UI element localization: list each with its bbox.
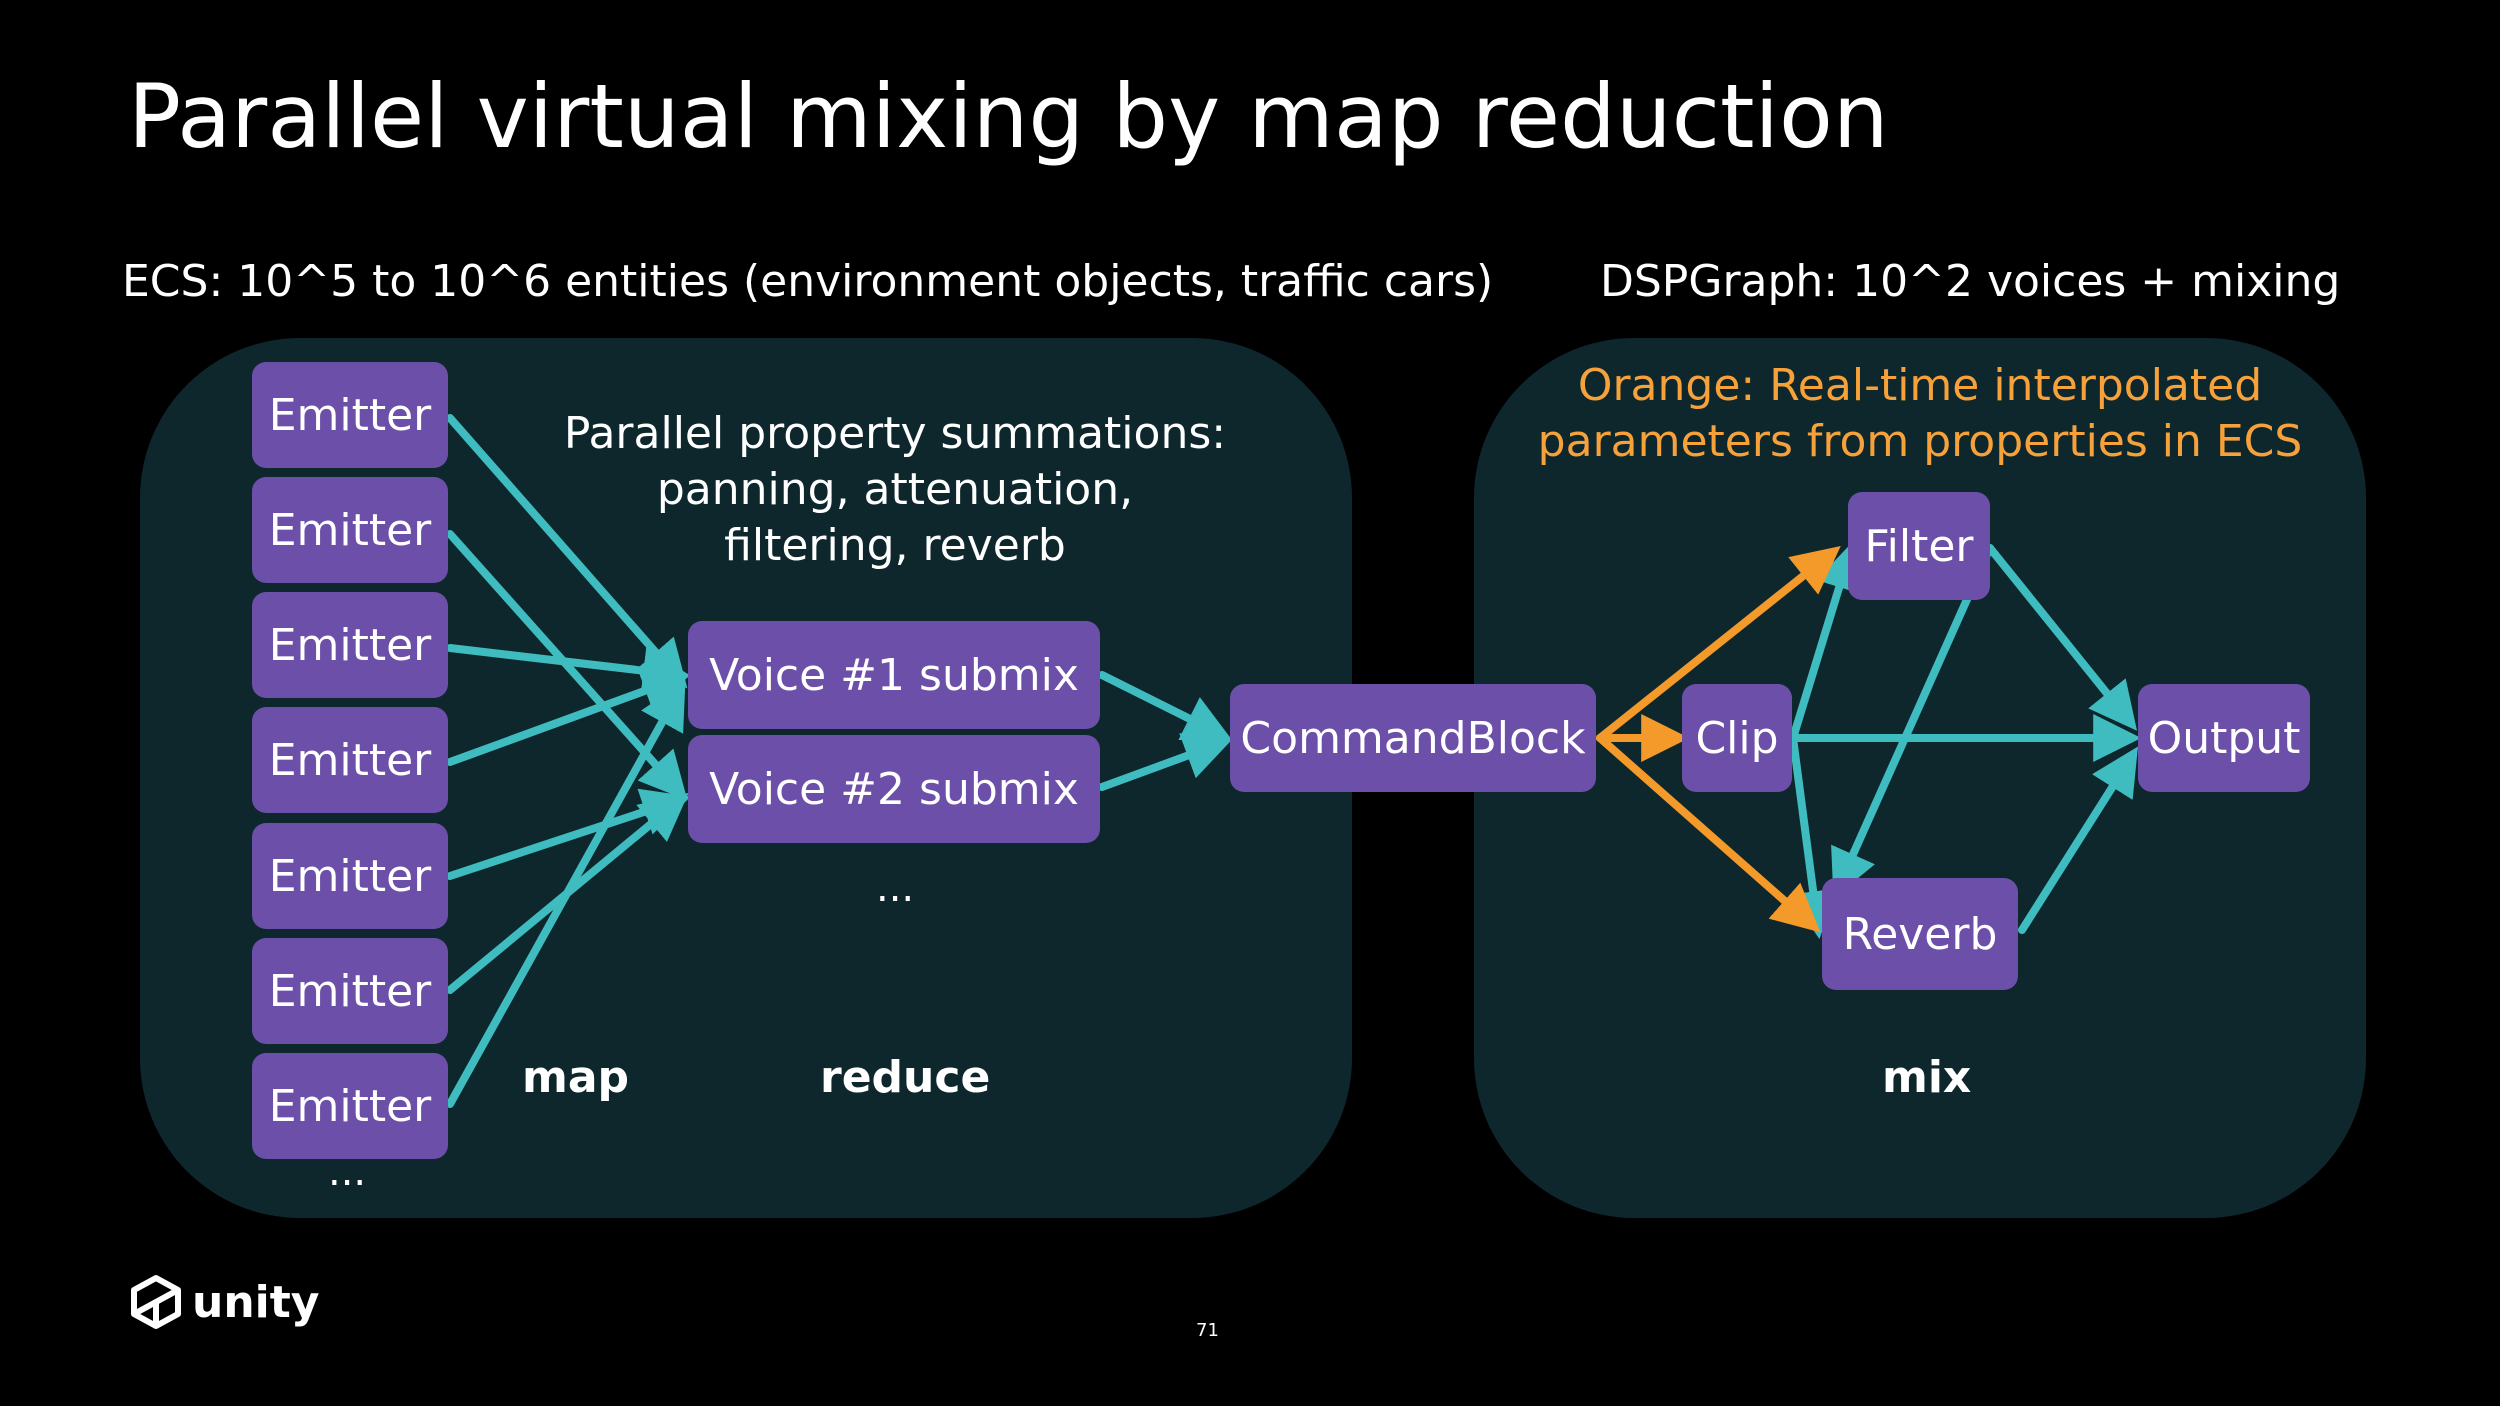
ecs-heading: ECS: 10^5 to 10^6 entities (environment … xyxy=(122,256,1494,307)
summation-caption: Parallel property summations: panning, a… xyxy=(555,406,1235,574)
caption-line: panning, attenuation, xyxy=(656,464,1134,515)
slide-title: Parallel virtual mixing by map reduction xyxy=(128,65,1889,168)
voice2-submix-node: Voice #2 submix xyxy=(688,735,1100,843)
emitter-node: Emitter xyxy=(252,938,448,1044)
caption-line: filtering, reverb xyxy=(724,520,1066,571)
emitter-node: Emitter xyxy=(252,823,448,929)
map-label: map xyxy=(522,1052,630,1103)
dsp-heading: DSPGraph: 10^2 voices + mixing xyxy=(1600,256,2341,307)
emitter-node: Emitter xyxy=(252,362,448,468)
note-line: parameters from properties in ECS xyxy=(1537,416,2303,467)
unity-logo: unity xyxy=(126,1272,319,1332)
arrow-emitter1-voice1 xyxy=(446,414,688,689)
voice-ellipsis: ... xyxy=(876,865,915,911)
unity-cube-icon xyxy=(131,1275,181,1329)
note-line: Orange: Real-time interpolated xyxy=(1577,360,2263,411)
emitter-node: Emitter xyxy=(252,707,448,813)
arrow-voice2-commandblock xyxy=(1098,733,1233,791)
arrow-emitter7-voice1 xyxy=(446,680,686,1108)
arrow-emitter3-voice1 xyxy=(446,644,692,695)
arrow-clip-reverb xyxy=(1789,734,1837,940)
arrow-reverb-output xyxy=(2018,746,2138,934)
arrow-commandblock-reverb xyxy=(1596,734,1821,933)
clip-node: Clip xyxy=(1682,684,1792,792)
unity-wordmark: unity xyxy=(192,1276,320,1328)
emitter-node: Emitter xyxy=(252,477,448,583)
filter-node: Filter xyxy=(1848,492,1990,600)
orange-note: Orange: Real-time interpolated parameter… xyxy=(1500,358,2340,470)
mix-label: mix xyxy=(1882,1052,1972,1103)
arrow-emitter5-voice2 xyxy=(446,788,691,880)
reverb-node: Reverb xyxy=(1822,878,2018,990)
emitter-node: Emitter xyxy=(252,1053,448,1159)
output-node: Output xyxy=(2138,684,2310,792)
arrow-commandblock-filter xyxy=(1596,546,1841,742)
reduce-label: reduce xyxy=(820,1052,991,1103)
arrow-voice1-commandblock xyxy=(1098,671,1233,741)
page-number: 71 xyxy=(1196,1320,1219,1341)
emitter-node: Emitter xyxy=(252,592,448,698)
voice1-submix-node: Voice #1 submix xyxy=(688,621,1100,729)
commandblock-node: CommandBlock xyxy=(1230,684,1596,792)
arrow-filter-reverb xyxy=(1831,544,1994,899)
arrow-filter-output xyxy=(1986,544,2138,731)
emitter-ellipsis: ... xyxy=(328,1149,367,1195)
caption-line: Parallel property summations: xyxy=(563,408,1227,459)
